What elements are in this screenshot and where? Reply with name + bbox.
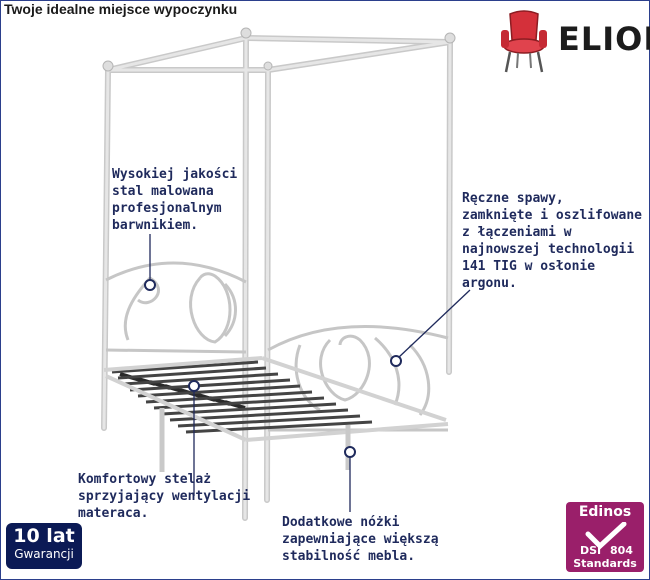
callout-slats: Komfortowy stelaż sprzyjający wentylacji… <box>78 472 251 521</box>
standards-brand: Edinos <box>578 504 632 520</box>
callout-marker-legs <box>344 446 356 458</box>
brand-name: ELIOR <box>558 20 650 58</box>
warranty-badge: 10 lat Gwarancji <box>6 523 82 569</box>
standards-badge: Edinos DSI 804 Standards <box>566 502 644 572</box>
brand-logo: ELIOR <box>496 10 650 76</box>
callout-marker-slats <box>188 380 200 392</box>
checkmark-icon <box>585 522 627 550</box>
warranty-label: Gwarancji <box>14 547 74 561</box>
callout-marker-welds <box>390 355 402 367</box>
armchair-icon <box>501 10 547 73</box>
callout-paint: Wysokiej jakości stal malowana profesjon… <box>112 167 238 233</box>
standards-number: 804 <box>610 544 633 557</box>
standards-prefix: DSI <box>580 544 602 557</box>
callout-marker-paint <box>144 279 156 291</box>
callout-legs: Dodatkowe nóżki zapewniające większą sta… <box>282 515 439 564</box>
page-headline: Twoje idealne miejsce wypoczynku <box>4 1 238 17</box>
callout-welds: Ręczne spawy, zamknięte i oszlifowane z … <box>462 191 643 291</box>
standards-label: Standards <box>573 557 637 570</box>
warranty-years: 10 lat <box>13 525 75 547</box>
